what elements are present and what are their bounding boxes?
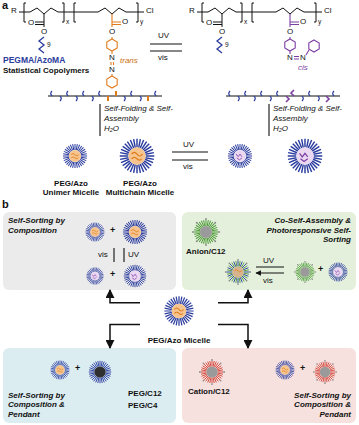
micelle-label: PEG/Azo Unimer Micelle — [40, 179, 102, 197]
brush-azo-cis — [286, 90, 329, 102]
micelle — [63, 144, 87, 168]
atom-label: R — [189, 7, 195, 15]
ester-bonds — [35, 14, 222, 27]
micelle — [288, 139, 323, 174]
copolymer-name: PEGMA/AzoMA — [3, 56, 65, 65]
process-label: Self-Folding & Self-Assembly — [104, 104, 174, 123]
connector-arrow — [218, 290, 248, 303]
panel-region: Self-Sorting by Composition & Pendant — [3, 348, 176, 423]
panel-region: Self-Sorting by Composition — [3, 212, 176, 290]
atom-label: N — [300, 54, 306, 62]
subscript: 9 — [225, 42, 229, 49]
plus-sign: + — [110, 270, 115, 279]
atom-label: O — [122, 18, 128, 26]
panel-heading: Self-Sorting by Composition & Pendant — [8, 391, 86, 420]
micelle — [225, 259, 251, 285]
micelle — [51, 361, 70, 380]
micelle — [228, 144, 252, 168]
atom-label: N — [109, 54, 115, 62]
micelle — [89, 361, 111, 383]
isomer-label: cis — [298, 64, 308, 72]
micelle — [313, 360, 337, 384]
micelle-label: PEG/Azo Micelle — [146, 336, 213, 346]
atom-label: O — [219, 28, 225, 36]
micelle — [86, 223, 105, 242]
micelle — [86, 267, 103, 284]
trans-azo-chain — [107, 14, 121, 88]
panel-letter: b — [2, 199, 9, 210]
atom-label: Cl — [324, 7, 332, 15]
subscript: x — [244, 19, 247, 26]
micelle — [123, 220, 147, 244]
isomer-label: trans — [120, 57, 138, 65]
plus-sign: + — [110, 226, 115, 235]
subscript: 9 — [47, 42, 51, 49]
process-label: H₂O — [104, 124, 119, 134]
micelle — [164, 296, 193, 325]
process-label: Self-Folding & Self-Assembly — [273, 104, 343, 123]
micelle — [276, 361, 295, 380]
micelle-node: PEG/Azo Micelle — [140, 292, 218, 346]
micelle — [199, 359, 225, 385]
subscript: y — [318, 19, 321, 26]
atom-label: N — [109, 66, 115, 74]
subscript: x — [66, 19, 69, 26]
atom-label: Cl — [146, 7, 154, 15]
process-arrows — [100, 44, 284, 273]
stimulus-label: vis — [263, 277, 273, 285]
plus-sign: + — [300, 364, 305, 373]
micelle — [192, 218, 220, 246]
connector-arrow — [218, 324, 248, 348]
plus-sign: + — [75, 364, 80, 373]
panel-background — [182, 348, 356, 423]
panel-heading: Self-Sorting by Composition & Pendant — [273, 391, 351, 420]
cis-azo-chain — [285, 14, 319, 59]
micelle — [294, 261, 316, 283]
brush-azo-trans — [108, 91, 148, 101]
stimulus-label: UV — [158, 32, 169, 40]
micelle-label: PEG/Azo Multichain Micelle — [104, 179, 176, 197]
species-label: Anion/C12 — [186, 248, 226, 256]
connector-arrow — [110, 324, 140, 348]
panel-region: Self-Sorting by Composition & Pendant — [182, 348, 356, 423]
stimulus-label: UV — [183, 141, 194, 149]
atom-label: N — [287, 54, 293, 62]
species-label: PEG/C12 — [128, 390, 162, 398]
panel-heading: Self-Sorting by Composition — [8, 216, 72, 235]
atom-label: O — [206, 19, 212, 27]
species-label: PEG/C4 — [128, 402, 157, 410]
panel-background — [3, 212, 176, 290]
peg-chain — [39, 37, 222, 53]
process-label: H₂O — [273, 124, 288, 134]
subscript: y — [140, 19, 143, 26]
stimulus-label: vis — [158, 54, 168, 62]
stimulus-label: vis — [98, 251, 108, 259]
connector-arrow — [110, 290, 140, 303]
brush-peg — [51, 91, 334, 101]
atom-label: O — [300, 18, 306, 26]
stimulus-label: vis — [183, 163, 193, 171]
atom-label: O — [41, 28, 47, 36]
atom-label: O — [28, 19, 34, 27]
panel-letter: a — [2, 0, 8, 11]
panel-background — [3, 348, 176, 423]
stimulus-label: UV — [263, 257, 274, 265]
atom-label: O — [109, 28, 115, 36]
micelle — [120, 139, 155, 174]
atom-label: O — [287, 28, 293, 36]
atom-label: R — [11, 7, 17, 15]
plus-sign: + — [318, 265, 323, 274]
micelle — [329, 263, 348, 282]
species-label: Statistical Copolymers — [3, 67, 89, 75]
panel-heading: Co-Self-Assembly & Photoresponsive Self-… — [259, 216, 351, 245]
panel-background — [182, 212, 356, 290]
micelle — [124, 265, 146, 287]
stimulus-label: UV — [128, 251, 139, 259]
species-label: Cation/C12 — [188, 388, 230, 396]
